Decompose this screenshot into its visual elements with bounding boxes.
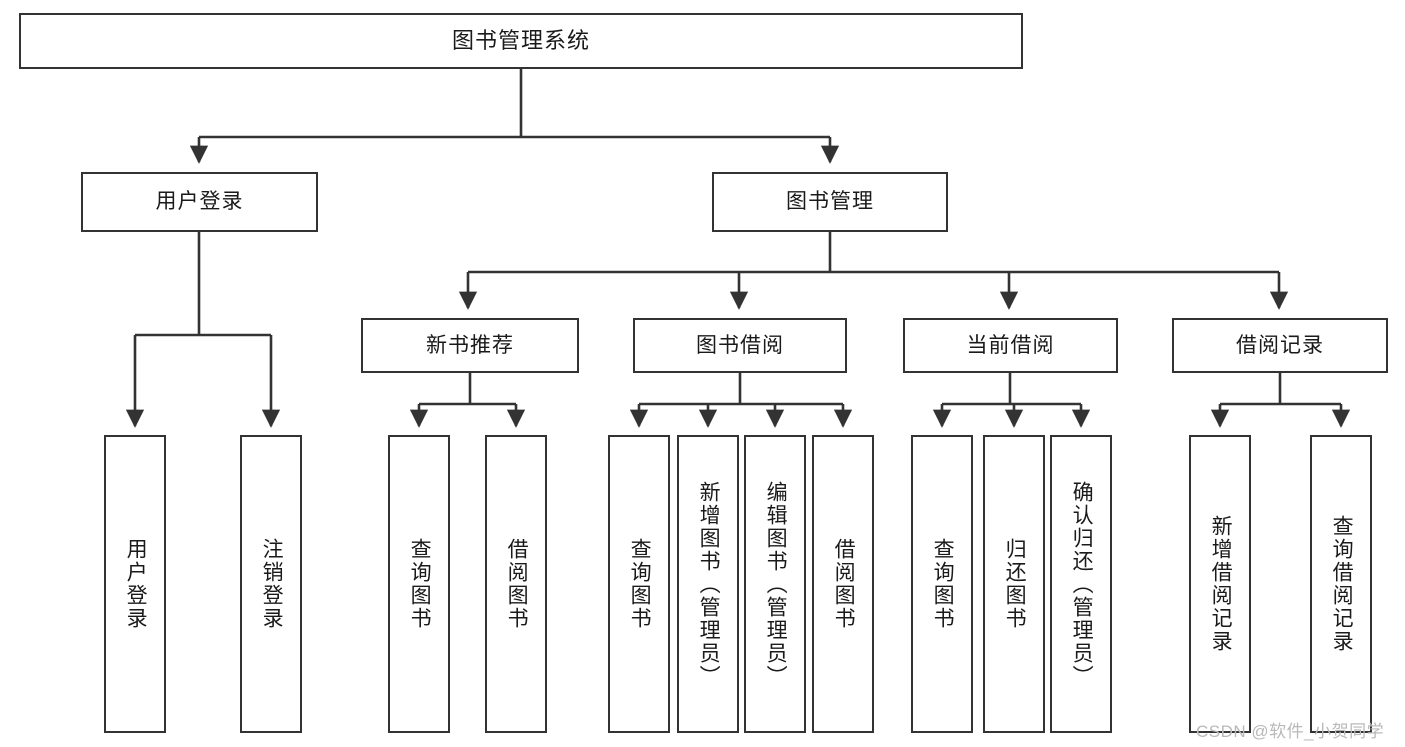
node-leaf-edit-book-label: 编辑图书（管理员） — [764, 480, 788, 688]
node-book-borrow-label: 图书借阅 — [696, 333, 784, 357]
node-root[interactable]: 图书管理系统 — [19, 13, 1023, 69]
node-current-borrow-label: 当前借阅 — [966, 333, 1055, 357]
node-leaf-query-record-label: 查询借阅记录 — [1330, 515, 1354, 653]
node-leaf-borrow-book-1-label: 借阅图书 — [505, 538, 529, 630]
node-leaf-query-book-1-label: 查询图书 — [408, 538, 432, 630]
node-leaf-query-book-1[interactable]: 查询图书 — [388, 435, 450, 733]
node-leaf-add-book[interactable]: 新增图书（管理员） — [677, 435, 739, 733]
node-leaf-user-login-label: 用户登录 — [124, 538, 148, 630]
node-leaf-add-record-label: 新增借阅记录 — [1209, 515, 1233, 653]
node-leaf-query-record[interactable]: 查询借阅记录 — [1310, 435, 1372, 733]
node-user-login[interactable]: 用户登录 — [81, 172, 318, 232]
node-root-label: 图书管理系统 — [451, 27, 590, 53]
node-borrow-record[interactable]: 借阅记录 — [1172, 318, 1388, 373]
node-leaf-user-logout-label: 注销登录 — [260, 538, 284, 630]
node-leaf-add-record[interactable]: 新增借阅记录 — [1189, 435, 1251, 733]
node-leaf-user-logout[interactable]: 注销登录 — [240, 435, 302, 733]
node-leaf-borrow-book-2-label: 借阅图书 — [832, 538, 856, 630]
node-leaf-add-book-label: 新增图书（管理员） — [697, 480, 721, 688]
node-leaf-return-book-label: 归还图书 — [1003, 538, 1027, 630]
node-leaf-borrow-book-1[interactable]: 借阅图书 — [485, 435, 547, 733]
node-leaf-confirm-return-label: 确认归还（管理员） — [1070, 480, 1094, 688]
node-leaf-borrow-book-2[interactable]: 借阅图书 — [812, 435, 874, 733]
node-current-borrow[interactable]: 当前借阅 — [903, 318, 1118, 373]
node-leaf-query-book-2[interactable]: 查询图书 — [608, 435, 670, 733]
node-leaf-return-book[interactable]: 归还图书 — [983, 435, 1045, 733]
node-leaf-query-book-2-label: 查询图书 — [628, 538, 652, 630]
csdn-watermark: CSDN @软件_小贺同学 — [1196, 722, 1385, 741]
node-new-book-recommend-label: 新书推荐 — [426, 333, 514, 357]
node-user-login-label: 用户登录 — [155, 190, 244, 214]
node-new-book-recommend[interactable]: 新书推荐 — [361, 318, 579, 373]
node-leaf-query-book-3[interactable]: 查询图书 — [911, 435, 973, 733]
node-book-manage[interactable]: 图书管理 — [712, 172, 948, 232]
node-book-borrow[interactable]: 图书借阅 — [633, 318, 847, 373]
node-leaf-query-book-3-label: 查询图书 — [931, 538, 955, 630]
node-leaf-edit-book[interactable]: 编辑图书（管理员） — [744, 435, 806, 733]
node-book-manage-label: 图书管理 — [786, 190, 874, 214]
node-leaf-confirm-return[interactable]: 确认归还（管理员） — [1050, 435, 1112, 733]
node-leaf-user-login[interactable]: 用户登录 — [104, 435, 166, 733]
node-borrow-record-label: 借阅记录 — [1236, 333, 1324, 357]
